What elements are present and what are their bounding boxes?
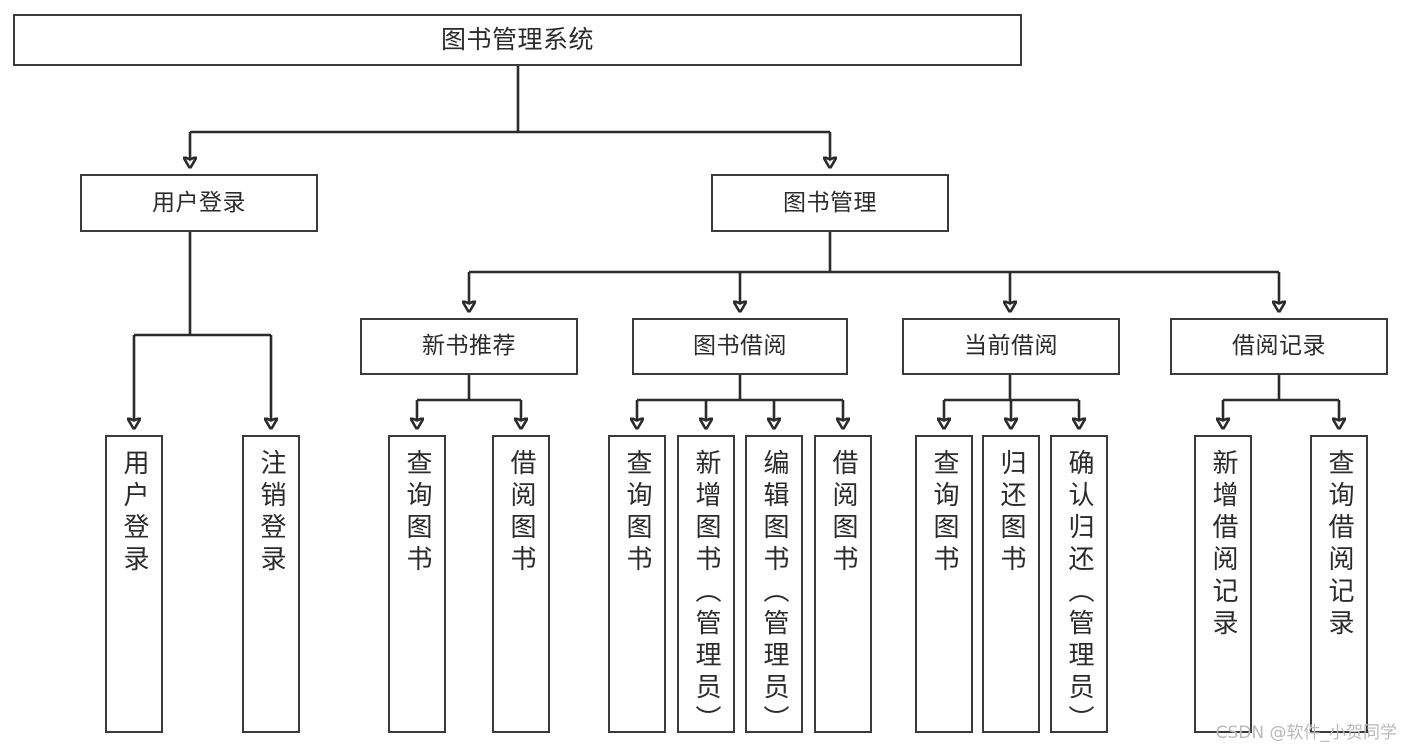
watermark: CSDN @软件_小贺同学 xyxy=(1215,723,1397,743)
leaf-user-login[interactable]: 用户登录 xyxy=(105,435,163,733)
node-label: 新增借阅记录 xyxy=(1208,449,1238,641)
node-borrow-record[interactable]: 借阅记录 xyxy=(1170,318,1388,375)
node-label: 图书管理系统 xyxy=(440,24,594,54)
node-label: 新书推荐 xyxy=(422,333,516,360)
node-label: 查询图书 xyxy=(929,449,959,577)
node-root-system[interactable]: 图书管理系统 xyxy=(13,14,1022,66)
leaf-query-book-borrow[interactable]: 查询图书 xyxy=(608,435,666,733)
node-label: 借阅图书 xyxy=(828,449,858,577)
leaf-add-borrow-record[interactable]: 新增借阅记录 xyxy=(1194,435,1252,733)
node-label: 借阅记录 xyxy=(1232,333,1326,360)
node-book-borrow[interactable]: 图书借阅 xyxy=(632,318,848,375)
leaf-return-book[interactable]: 归还图书 xyxy=(982,435,1040,733)
leaf-confirm-return-admin[interactable]: 确认归还（管理员） xyxy=(1050,435,1108,737)
node-label: 借阅图书 xyxy=(506,449,536,577)
node-label: 当前借阅 xyxy=(964,333,1058,360)
node-new-book-recommend[interactable]: 新书推荐 xyxy=(360,318,578,375)
node-label: 查询借阅记录 xyxy=(1324,449,1354,641)
node-label: 新增图书（管理员） xyxy=(691,449,721,737)
leaf-user-logout[interactable]: 注销登录 xyxy=(242,435,300,733)
node-current-borrow[interactable]: 当前借阅 xyxy=(902,318,1120,375)
node-label: 编辑图书（管理员） xyxy=(759,449,789,737)
leaf-borrow-book[interactable]: 借阅图书 xyxy=(814,435,872,733)
leaf-add-book-admin[interactable]: 新增图书（管理员） xyxy=(677,435,735,737)
node-label: 确认归还（管理员） xyxy=(1064,449,1094,737)
node-label: 查询图书 xyxy=(402,449,432,577)
node-label: 查询图书 xyxy=(622,449,652,577)
node-label: 图书借阅 xyxy=(693,333,787,360)
leaf-query-book-current[interactable]: 查询图书 xyxy=(915,435,973,733)
node-book-management[interactable]: 图书管理 xyxy=(711,174,949,232)
node-label: 用户登录 xyxy=(119,449,149,577)
leaf-edit-book-admin[interactable]: 编辑图书（管理员） xyxy=(745,435,803,737)
leaf-query-borrow-record[interactable]: 查询借阅记录 xyxy=(1310,435,1368,733)
leaf-query-book-recommend[interactable]: 查询图书 xyxy=(388,435,446,733)
leaf-borrow-book-recommend[interactable]: 借阅图书 xyxy=(492,435,550,733)
node-label: 归还图书 xyxy=(996,449,1026,577)
node-label: 注销登录 xyxy=(256,449,286,577)
node-label: 用户登录 xyxy=(152,189,246,216)
node-label: 图书管理 xyxy=(783,189,877,216)
node-user-login[interactable]: 用户登录 xyxy=(80,174,318,232)
